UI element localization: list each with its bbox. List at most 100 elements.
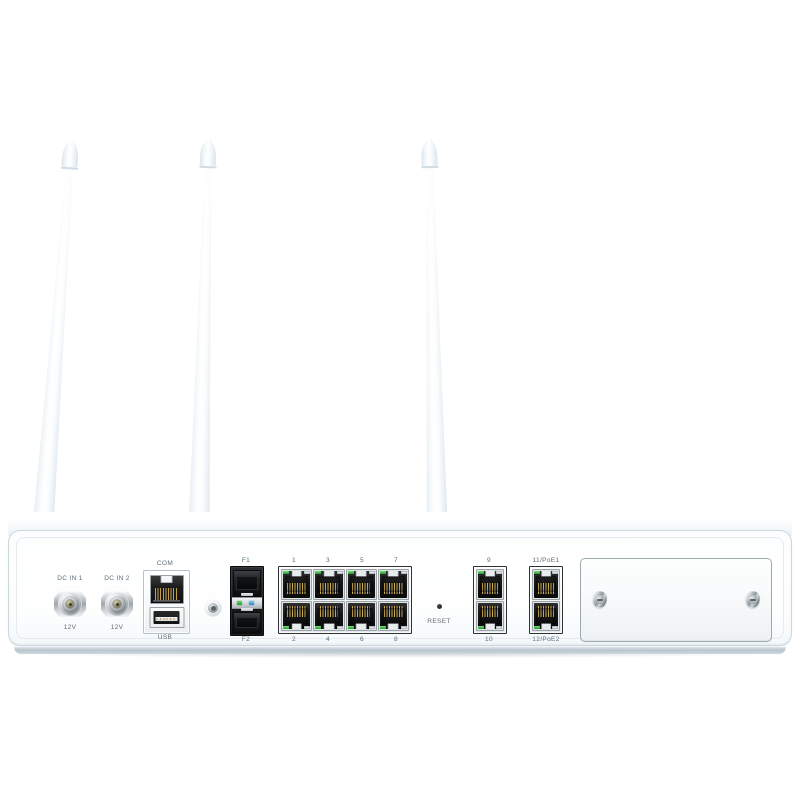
usb-port[interactable] — [149, 607, 184, 628]
dc-in-2-pin — [115, 602, 119, 606]
rj45-port-6-link-led-icon — [347, 626, 354, 629]
port-6-label: 6 — [360, 636, 364, 643]
dc-in-2-label: DC IN 2 — [104, 575, 130, 582]
rj45-port-1[interactable] — [281, 569, 313, 600]
rj45-port-11-opening — [534, 571, 558, 598]
rj45-port-5-pins — [351, 582, 371, 594]
rj45-port-5[interactable] — [345, 569, 377, 600]
rj45-port-1-pins — [287, 582, 306, 594]
port-1-label: 1 — [292, 557, 296, 564]
chassis: DC IN 1 12V DC IN 2 12V COM — [8, 512, 792, 658]
thumbscrew-left-slot — [596, 598, 603, 601]
rj45-block-11-12-poe — [529, 566, 563, 634]
ground-stud-core — [210, 605, 216, 611]
rj45-port-4-mouth — [317, 608, 340, 624]
rj45-port-10-opening — [478, 602, 502, 629]
sfp-cage — [230, 566, 264, 636]
port-3-label: 3 — [326, 557, 330, 564]
sfp-latch-f1[interactable] — [241, 593, 253, 596]
rj45-port-11-link-led-icon — [534, 571, 540, 574]
rj45-port-12-link-led-icon — [534, 626, 540, 629]
com-port-pins — [154, 587, 179, 600]
rj45-port-2-pins — [287, 606, 306, 618]
rj45-port-3-act-led-icon — [336, 571, 343, 574]
rj45-port-12-mouth — [536, 608, 556, 624]
rj45-port-8-opening — [379, 602, 407, 629]
com-port[interactable] — [149, 575, 184, 604]
rj45-port-5-opening — [347, 571, 375, 598]
rj45-port-10-link-led-icon — [478, 626, 484, 629]
rj45-port-2[interactable] — [281, 600, 313, 631]
rj45-port-9-opening — [478, 571, 502, 598]
rj45-port-4[interactable] — [313, 600, 345, 631]
chassis-base-shadow — [14, 647, 786, 658]
dc-in-1-pin — [68, 602, 72, 606]
rj45-port-8[interactable] — [377, 600, 409, 631]
rj45-port-7-clip — [388, 571, 399, 578]
rj45-port-7-opening — [379, 571, 407, 598]
rj45-port-3-link-led-icon — [315, 571, 322, 574]
thumbscrew-right[interactable] — [745, 591, 760, 608]
rj45-port-9-act-led-icon — [496, 571, 502, 574]
rj45-port-7[interactable] — [377, 569, 409, 600]
rj45-port-6-pins — [351, 606, 371, 618]
rj45-port-2-link-led-icon — [283, 626, 289, 629]
ground-stud — [204, 599, 222, 617]
rj45-port-3[interactable] — [313, 569, 345, 600]
rj45-port-10-mouth — [480, 608, 500, 624]
rj45-port-6-clip — [355, 622, 367, 629]
rj45-port-3-pins — [319, 582, 339, 594]
rj45-port-4-act-led-icon — [336, 626, 343, 629]
rj45-block-9-10 — [473, 566, 507, 634]
rj45-port-10-clip — [485, 622, 495, 629]
thumbscrew-right-slot — [749, 598, 756, 601]
rj45-port-9-mouth — [480, 576, 500, 592]
usb-port-tongue — [155, 616, 178, 622]
rj45-port-3-opening — [315, 571, 343, 598]
dc-in-2-jack[interactable] — [100, 587, 134, 621]
rj45-port-12-clip — [541, 622, 551, 629]
sfp-led-blue-icon — [249, 601, 255, 605]
dc-in-1-jack[interactable] — [53, 587, 87, 621]
rj45-port-9[interactable] — [476, 569, 504, 600]
rj45-port-5-act-led-icon — [368, 571, 375, 574]
usb-port-label: USB — [157, 634, 173, 641]
rj45-port-7-link-led-icon — [379, 571, 386, 574]
port-11-poe1-label: 11/PoE1 — [532, 557, 560, 564]
port-5-label: 5 — [360, 557, 364, 564]
sfp-latch-f2[interactable] — [241, 608, 253, 611]
thumbscrew-left[interactable] — [592, 591, 607, 608]
rj45-port-4-link-led-icon — [315, 626, 322, 629]
port-9-label: 9 — [487, 557, 491, 564]
rj45-port-8-mouth — [382, 608, 405, 624]
rj45-port-11-pins — [537, 582, 555, 594]
dc-in-1-voltage-label: 12V — [63, 624, 77, 631]
rj45-port-8-act-led-icon — [401, 626, 407, 629]
rj45-port-7-act-led-icon — [401, 571, 407, 574]
rj45-port-6-opening — [347, 602, 375, 629]
expansion-bay-panel[interactable] — [580, 558, 772, 642]
rj45-port-12-poe2[interactable] — [532, 600, 560, 631]
port-2-label: 2 — [292, 636, 296, 643]
rj45-port-10[interactable] — [476, 600, 504, 631]
rj45-port-11-poe1[interactable] — [532, 569, 560, 600]
port-7-label: 7 — [394, 557, 398, 564]
rj45-port-5-mouth — [350, 576, 373, 592]
port-10-label: 10 — [485, 636, 493, 643]
rj45-port-11-mouth — [536, 576, 556, 592]
rj45-port-10-act-led-icon — [496, 626, 502, 629]
rj45-block-1-8 — [278, 566, 412, 634]
rj45-port-6[interactable] — [345, 600, 377, 631]
port-12-poe2-label: 12/PoE2 — [532, 636, 560, 643]
rj45-port-11-act-led-icon — [552, 571, 558, 574]
sfp-slot-f2[interactable] — [232, 612, 262, 634]
reset-pinhole[interactable] — [437, 604, 442, 609]
antenna-right-tip — [421, 139, 438, 167]
rj45-port-11-clip — [541, 571, 551, 578]
rj45-port-12-act-led-icon — [552, 626, 558, 629]
rj45-port-2-act-led-icon — [304, 626, 311, 629]
rj45-port-2-mouth — [285, 608, 308, 624]
rj45-port-1-clip — [291, 571, 302, 578]
rj45-port-9-link-led-icon — [478, 571, 484, 574]
